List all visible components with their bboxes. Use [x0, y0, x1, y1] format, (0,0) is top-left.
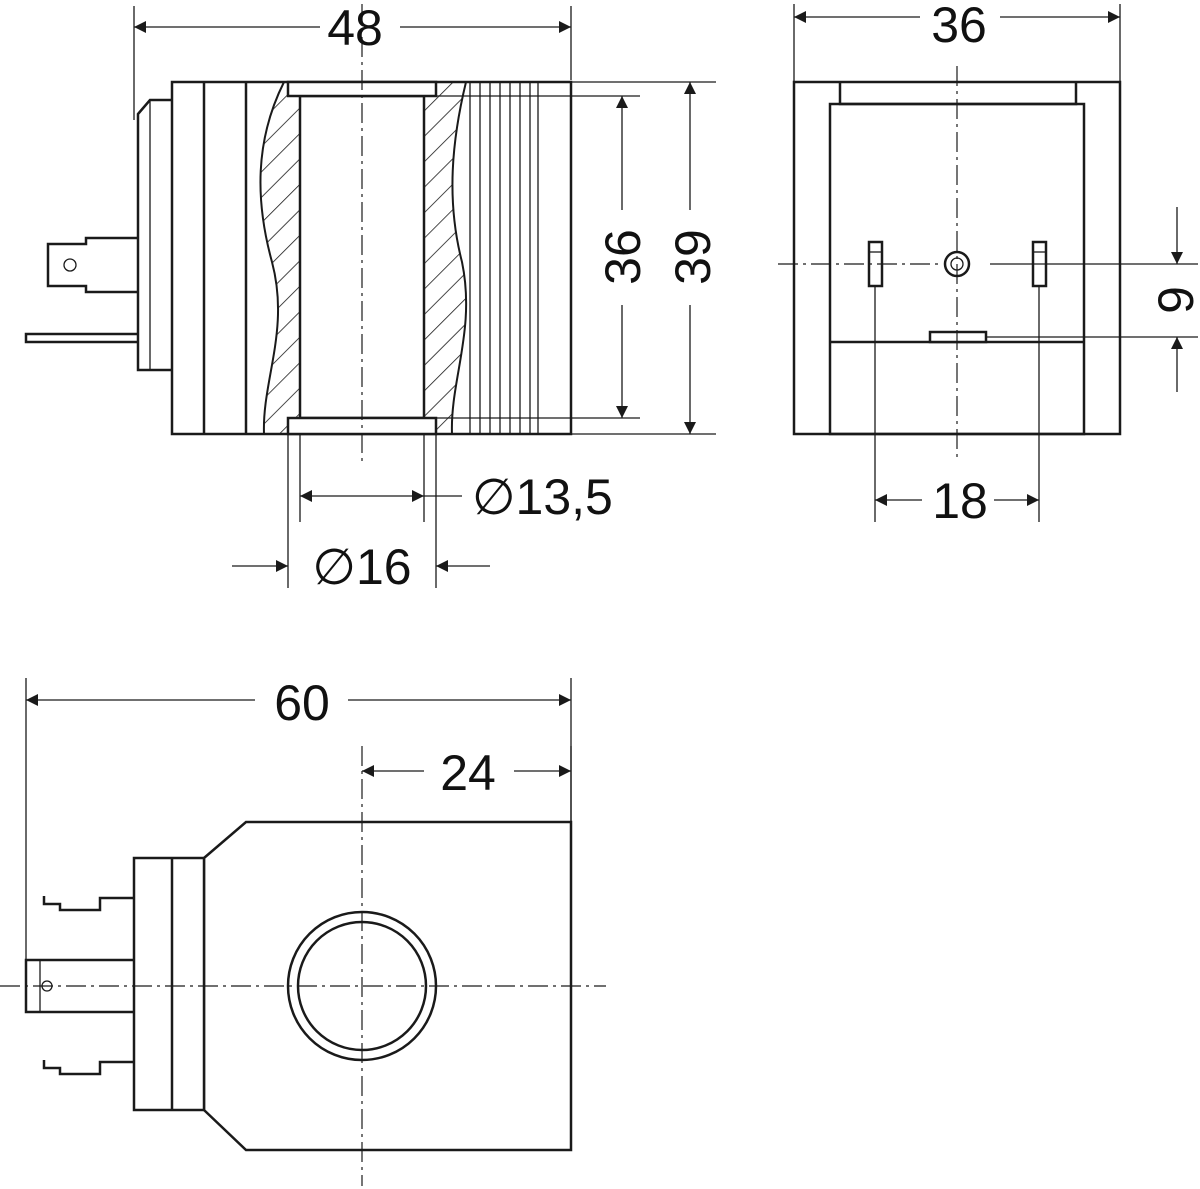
side-view	[24, 4, 573, 462]
dim-60: 60	[25, 675, 572, 960]
terminal-hole-icon	[63, 258, 77, 272]
connector-housing	[136, 98, 172, 372]
dim-diameter-13-5-label: ∅13,5	[472, 469, 613, 525]
terminal-upper	[42, 896, 134, 912]
dim-diameter-16-label: ∅16	[312, 539, 411, 595]
spade-terminal	[46, 236, 138, 294]
ground-pin	[928, 330, 988, 344]
dim-60-label: 60	[274, 675, 330, 731]
dim-9: 9	[986, 207, 1200, 392]
dim-9-label: 9	[1148, 286, 1200, 314]
dim-36-top-label: 36	[931, 0, 987, 53]
dim-diameter-13-5: ∅13,5	[299, 434, 613, 525]
dim-36-vertical-label: 36	[595, 229, 651, 285]
dim-24-label: 24	[440, 745, 496, 801]
dim-18: 18	[874, 286, 1040, 529]
front-view	[778, 66, 1122, 460]
dim-36-top: 36	[793, 0, 1121, 82]
coil-body-top	[202, 820, 573, 1152]
top-view	[0, 746, 606, 1186]
section-hatch-right	[423, 81, 468, 435]
winding-lines	[469, 82, 539, 434]
connector-housing-top	[132, 856, 206, 1112]
dim-48: 48	[133, 0, 572, 120]
section-hatch-left	[259, 81, 301, 435]
top-rim	[838, 82, 1078, 106]
dim-diameter-16: ∅16	[232, 434, 490, 595]
side-pin	[24, 332, 138, 344]
dim-39-label: 39	[665, 229, 721, 285]
dim-24: 24	[362, 745, 572, 822]
dim-39: 39	[571, 81, 721, 435]
terminal-lower	[42, 1060, 134, 1076]
dim-18-label: 18	[932, 473, 988, 529]
dim-36-vertical: 36	[436, 95, 651, 419]
dim-48-label: 48	[327, 0, 383, 56]
